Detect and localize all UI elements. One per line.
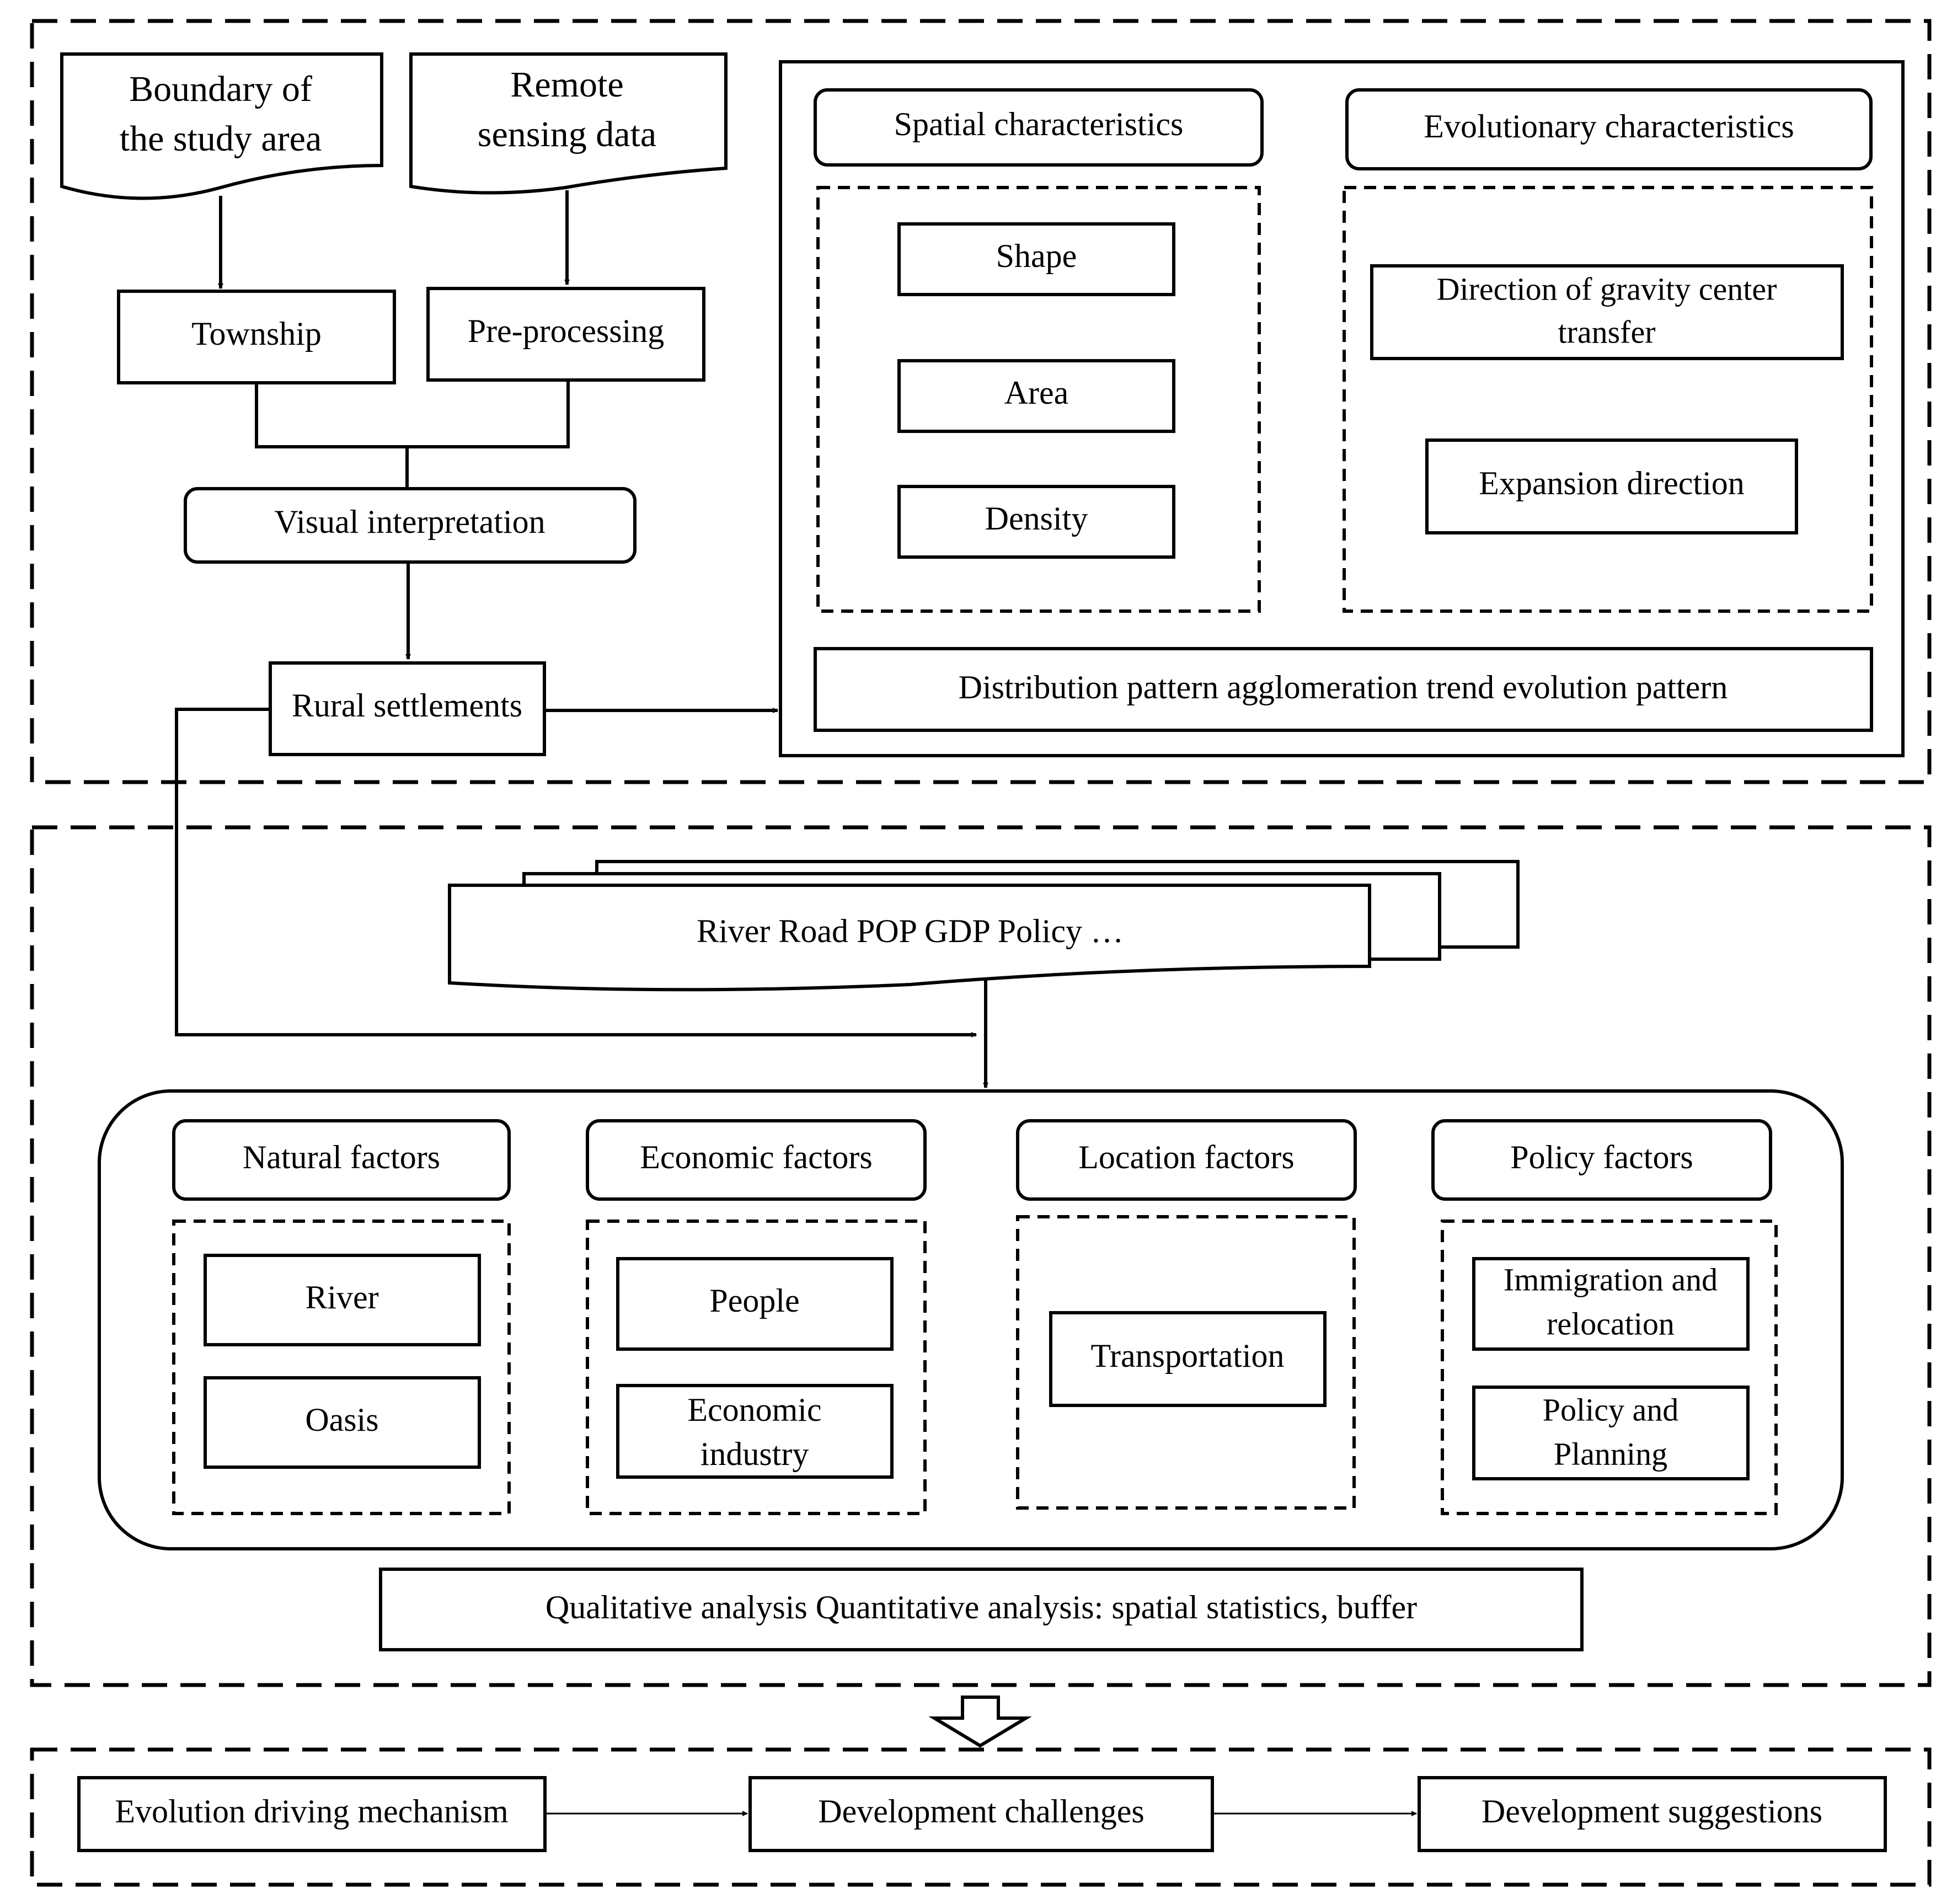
economic-factors-box: [586, 1119, 927, 1201]
remote-line-1: Remote: [510, 65, 623, 105]
gravity-center-box: [1370, 264, 1844, 360]
expansion-direction-label: Expansion direction: [1479, 465, 1745, 501]
policy-planning-box: [1472, 1386, 1750, 1480]
economic-industry-box: [616, 1384, 894, 1479]
analysis-label: Qualitative analysis Quantitative analys…: [546, 1589, 1417, 1625]
area-box: [897, 359, 1175, 433]
section-driving-factors: [30, 825, 1932, 1687]
boundary-line-1: Boundary of: [129, 69, 312, 109]
economic-industry-line-2: industry: [700, 1436, 809, 1472]
natural-group: [172, 1220, 511, 1515]
policy-planning-line-2: Planning: [1554, 1436, 1667, 1472]
visual-interpretation-box: [184, 487, 637, 564]
spatial-characteristics-label: Spatial characteristics: [894, 106, 1184, 142]
township-label: Township: [191, 315, 322, 352]
evolutionary-group: [1343, 186, 1873, 613]
factors-container: [98, 1089, 1844, 1550]
section-outcomes: [30, 1747, 1932, 1887]
immigration-line-1: Immigration and: [1504, 1261, 1718, 1297]
economic-factors-label: Economic factors: [640, 1139, 873, 1175]
distribution-pattern-label: Distribution pattern agglomeration trend…: [959, 669, 1728, 705]
spatial-characteristics-box: [814, 88, 1264, 167]
policy-factors-box: [1431, 1119, 1772, 1201]
people-label: People: [709, 1282, 799, 1319]
remote-sensing-input: Remote sensing data: [409, 52, 728, 195]
area-label: Area: [1004, 375, 1069, 411]
mechanism-box: [77, 1776, 547, 1852]
boundary-line-2: the study area: [120, 119, 322, 159]
gravity-center-line-2: transfer: [1558, 314, 1655, 350]
immigration-box: [1472, 1257, 1750, 1351]
join-connector: [255, 380, 570, 448]
policy-factors-label: Policy factors: [1510, 1139, 1693, 1175]
immigration-line-2: relocation: [1547, 1306, 1675, 1341]
location-factors-box: [1016, 1119, 1357, 1201]
visual-interpretation-label: Visual interpretation: [274, 504, 545, 540]
section-characterization: [30, 19, 1932, 784]
preprocessing-box: [426, 287, 705, 382]
spatial-group: [816, 186, 1261, 613]
policy-planning-line-1: Policy and: [1543, 1392, 1678, 1427]
suggestions-label: Development suggestions: [1482, 1793, 1822, 1830]
challenges-label: Development challenges: [818, 1793, 1144, 1830]
characteristics-frame: [779, 60, 1905, 757]
people-box: [616, 1257, 894, 1351]
river-box: [204, 1254, 481, 1346]
expansion-direction-box: [1425, 438, 1798, 534]
density-box: [897, 485, 1175, 559]
policy-group: [1441, 1220, 1778, 1515]
shape-label: Shape: [996, 238, 1077, 274]
arrow-settlements-to-factors: [175, 708, 977, 1037]
data-sources-stack: River Road POP GDP Policy …: [448, 860, 1520, 992]
analysis-box: [379, 1568, 1584, 1651]
transportation-box: [1049, 1311, 1327, 1407]
location-group: [1016, 1215, 1356, 1510]
suggestions-box: [1418, 1776, 1887, 1852]
mechanism-label: Evolution driving mechanism: [115, 1793, 508, 1830]
hollow-down-arrow-icon: [928, 1696, 1032, 1748]
gravity-center-line-1: Direction of gravity center: [1437, 271, 1777, 307]
natural-factors-label: Natural factors: [243, 1139, 440, 1175]
oasis-label: Oasis: [305, 1402, 378, 1438]
preprocessing-label: Pre-processing: [468, 313, 665, 349]
economic-group: [586, 1220, 927, 1515]
transportation-label: Transportation: [1090, 1338, 1284, 1374]
natural-factors-box: [172, 1119, 511, 1201]
boundary-input: Boundary of the study area: [60, 52, 383, 200]
economic-industry-line-1: Economic: [687, 1392, 821, 1428]
data-doc-front: [448, 884, 1371, 992]
evolutionary-characteristics-box: [1345, 88, 1873, 170]
distribution-pattern-box: [814, 647, 1873, 732]
evolutionary-characteristics-label: Evolutionary characteristics: [1424, 108, 1794, 145]
rural-settlements-label: Rural settlements: [292, 687, 522, 724]
township-box: [117, 290, 396, 384]
density-label: Density: [985, 500, 1088, 537]
data-sources-label: River Road POP GDP Policy …: [697, 913, 1124, 949]
river-label: River: [305, 1279, 378, 1315]
remote-line-2: sensing data: [478, 114, 656, 154]
shape-box: [897, 222, 1175, 296]
oasis-box: [204, 1376, 481, 1469]
location-factors-label: Location factors: [1078, 1139, 1295, 1175]
